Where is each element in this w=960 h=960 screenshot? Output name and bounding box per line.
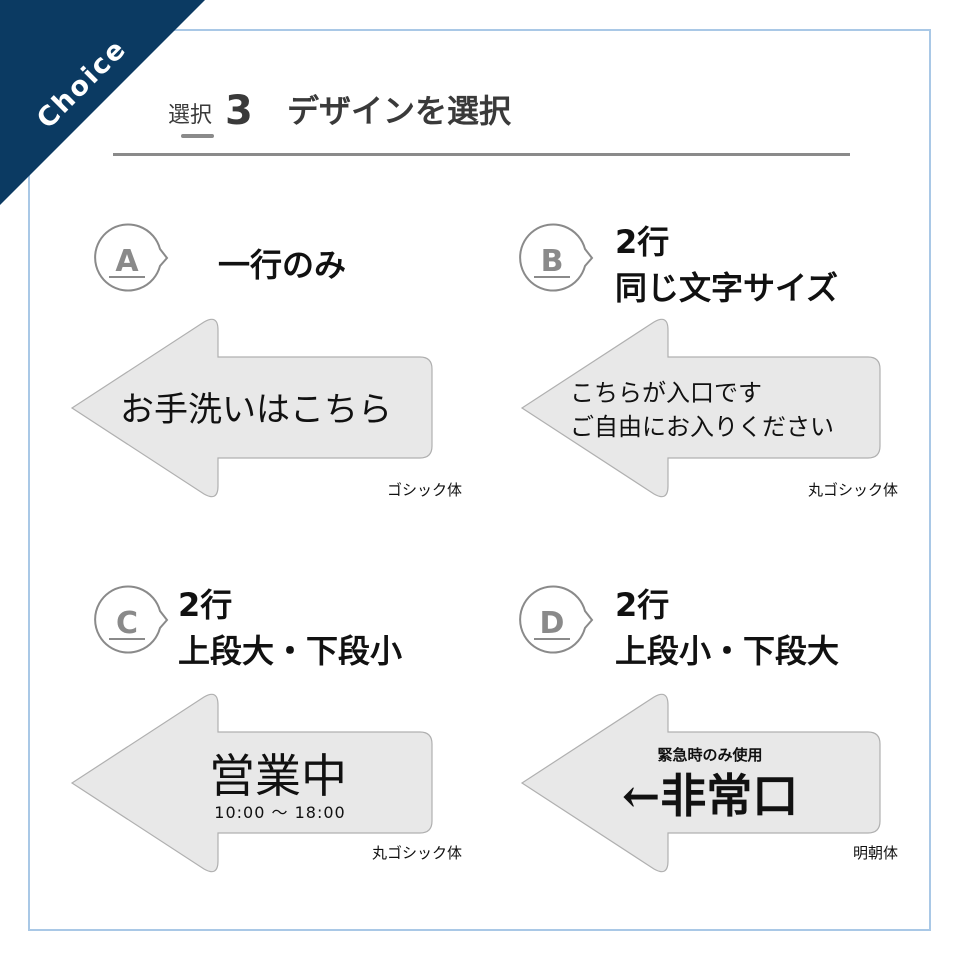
speech-badge bbox=[94, 223, 169, 292]
letter-underline bbox=[109, 638, 145, 640]
letter-underline bbox=[534, 638, 570, 640]
option-title-line: 2行 bbox=[178, 586, 232, 624]
sign-text: お手洗いはこちら bbox=[120, 390, 392, 430]
sign-text-large: 営業中 bbox=[209, 749, 347, 803]
arrow-sign bbox=[520, 693, 881, 873]
sign-text-small: 緊急時のみ使用 bbox=[657, 746, 762, 764]
sign-text-line-2: ご自由にお入りください bbox=[570, 413, 834, 441]
corner-badge bbox=[0, 0, 205, 205]
option-title-line: 上段小・下段大 bbox=[615, 632, 839, 670]
option-title-line: 2行 bbox=[615, 586, 669, 624]
letter-underline bbox=[534, 276, 570, 278]
outer-frame bbox=[28, 29, 931, 931]
step-number: 3 bbox=[225, 88, 253, 134]
arrow-sign bbox=[70, 693, 433, 873]
option-b[interactable]: B 2行 同じ文字サイズ こちらが入口です ご自由にお入りください 丸ゴシック体 bbox=[519, 223, 898, 499]
option-c[interactable]: C 2行 上段大・下段小 営業中 10:00 ～ 18:00 丸ゴシック体 bbox=[70, 585, 462, 873]
arrow-sign bbox=[70, 318, 433, 498]
speech-badge bbox=[519, 585, 594, 654]
option-letter: B bbox=[541, 244, 564, 279]
font-label: 丸ゴシック体 bbox=[372, 844, 462, 862]
option-letter: C bbox=[116, 606, 138, 641]
font-label: 丸ゴシック体 bbox=[808, 481, 898, 499]
option-d[interactable]: D 2行 上段小・下段大 緊急時のみ使用 ←非常口 明朝体 bbox=[519, 585, 898, 873]
speech-badge bbox=[519, 223, 594, 292]
option-letter: A bbox=[115, 244, 139, 279]
option-title-line: 2行 bbox=[615, 223, 669, 261]
step-underline bbox=[181, 134, 214, 138]
sign-text-small: 10:00 ～ 18:00 bbox=[214, 803, 345, 822]
option-a[interactable]: A 一行のみ お手洗いはこちら ゴシック体 bbox=[70, 223, 462, 500]
page-title: デザインを選択 bbox=[287, 92, 512, 130]
letter-underline bbox=[109, 276, 145, 278]
speech-badge bbox=[94, 585, 169, 654]
arrow-sign bbox=[520, 318, 881, 498]
step-prefix: 選択 bbox=[168, 103, 212, 128]
option-title-line: 上段大・下段小 bbox=[178, 632, 402, 670]
option-title-line: 同じ文字サイズ bbox=[615, 269, 838, 307]
font-label: ゴシック体 bbox=[387, 481, 462, 499]
option-letter: D bbox=[540, 606, 565, 641]
font-label: 明朝体 bbox=[853, 844, 898, 862]
sign-text-line-1: こちらが入口です bbox=[570, 379, 762, 407]
header-rule bbox=[113, 153, 850, 156]
sign-text-large: ←非常口 bbox=[622, 769, 799, 823]
option-title-line: 一行のみ bbox=[218, 246, 346, 284]
